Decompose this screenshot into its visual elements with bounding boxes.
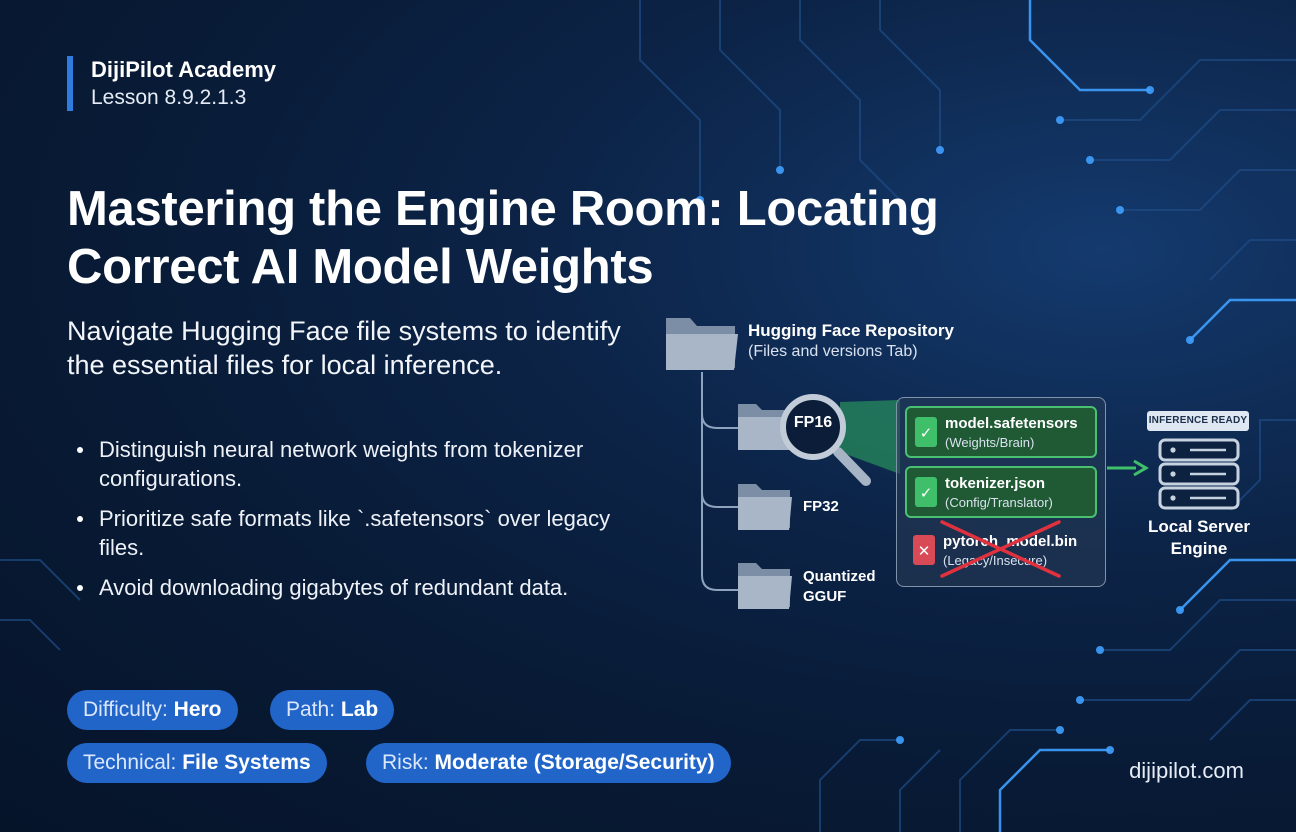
badge-value: Lab xyxy=(340,698,379,721)
bullet-text: Avoid downloading gigabytes of redundant… xyxy=(99,575,569,600)
bullet-item: Prioritize safe formats like `.safetenso… xyxy=(75,504,615,562)
inference-ready-badge: INFERENCE READY xyxy=(1147,411,1249,431)
folder-label-gguf: GGUF xyxy=(803,588,847,605)
brand-block: DijiPilot Academy Lesson 8.9.2.1.3 xyxy=(67,56,276,111)
file-card-pytorch-model-bin: ✕ pytorch_model.bin (Legacy/Insecure) xyxy=(905,526,1097,578)
file-card-model-safetensors: ✓ model.safetensors (Weights/Brain) xyxy=(905,406,1097,458)
badge-key: Technical: xyxy=(83,751,177,774)
badge-difficulty: Difficulty: Hero xyxy=(67,690,238,730)
badge-technical: Technical: File Systems xyxy=(67,743,327,783)
site-url: dijipilot.com xyxy=(1129,758,1244,783)
gguf-folder-icon xyxy=(738,563,792,609)
bullet-dot-icon xyxy=(77,585,83,591)
badge-value: File Systems xyxy=(182,751,311,774)
arrow-to-server xyxy=(1107,459,1149,477)
bullet-text: Distinguish neural network weights from … xyxy=(99,437,584,491)
rejected-cross-icon xyxy=(940,520,1061,578)
bullet-item: Avoid downloading gigabytes of redundant… xyxy=(75,573,615,602)
badge-value: Hero xyxy=(173,698,222,721)
page-title: Mastering the Engine Room: Locating Corr… xyxy=(67,180,1027,296)
title-line-1: Mastering the Engine Room: Locating xyxy=(67,182,939,236)
highlight-beam xyxy=(840,400,900,474)
file-list-panel: ✓ model.safetensors (Weights/Brain) ✓ to… xyxy=(896,397,1106,587)
bullet-item: Distinguish neural network weights from … xyxy=(75,435,615,493)
magnifier-icon xyxy=(780,394,871,486)
subtitle: Navigate Hugging Face file systems to id… xyxy=(67,316,621,380)
folder-label-quantized: Quantized xyxy=(803,568,876,585)
reject-file-icon: ✕ xyxy=(913,535,935,565)
brand-name: DijiPilot Academy xyxy=(91,57,277,82)
check-file-icon: ✓ xyxy=(915,477,937,507)
folder-label-fp32: FP32 xyxy=(803,498,839,515)
badge-risk: Risk: Moderate (Storage/Security) xyxy=(366,743,731,783)
badge-key: Difficulty: xyxy=(83,698,168,721)
badge-value: Moderate (Storage/Security) xyxy=(434,751,715,774)
file-card-tokenizer-json: ✓ tokenizer.json (Config/Translator) xyxy=(905,466,1097,518)
server-label: Local Server Engine xyxy=(1147,517,1251,558)
file-name: tokenizer.json xyxy=(945,475,1046,492)
badge-path: Path: Lab xyxy=(270,690,395,730)
repo-title: Hugging Face Repository xyxy=(748,321,954,340)
bullet-list: Distinguish neural network weights from … xyxy=(75,435,615,613)
file-desc: (Config/Translator) xyxy=(945,495,1053,510)
file-name: model.safetensors xyxy=(945,415,1078,432)
file-desc: (Weights/Brain) xyxy=(945,435,1035,450)
repo-subtitle: (Files and versions Tab) xyxy=(748,343,918,360)
fp32-folder-icon xyxy=(738,484,792,530)
fp16-folder-icon xyxy=(738,404,792,450)
folder-label-fp16: FP16 xyxy=(793,414,833,431)
bullet-dot-icon xyxy=(77,447,83,453)
title-line-2: Correct AI Model Weights xyxy=(67,240,654,294)
lesson-number: Lesson 8.9.2.1.3 xyxy=(91,86,247,109)
badge-key: Path: xyxy=(286,698,336,721)
check-file-icon: ✓ xyxy=(915,417,937,447)
bullet-dot-icon xyxy=(77,516,83,522)
root-folder-icon xyxy=(666,318,738,370)
badge-key: Risk: xyxy=(382,751,429,774)
bullet-text: Prioritize safe formats like `.safetenso… xyxy=(99,506,611,560)
